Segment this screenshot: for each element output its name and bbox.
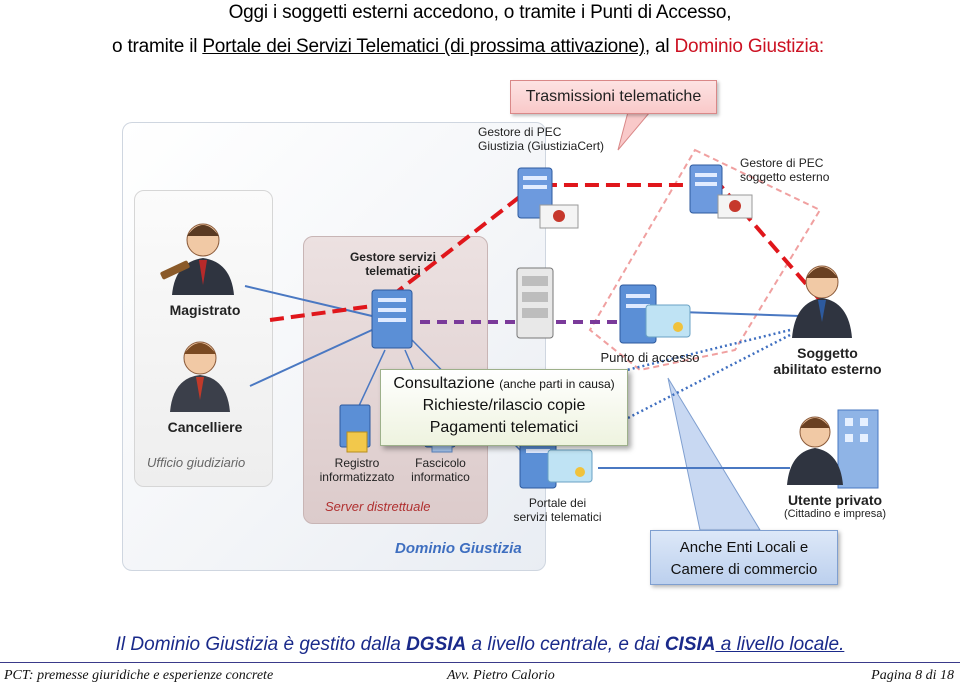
info-pagamenti: Pagamenti telematici	[429, 419, 579, 436]
server-pec-giustizia-icon	[517, 167, 579, 229]
line-magistrato-server	[244, 285, 373, 317]
header-line-1: Oggi i soggetti esterni accedono, o tram…	[228, 2, 732, 23]
trasmissioni-callout: Trasmissioni telematiche	[510, 80, 717, 114]
dgsia-term: DGSIA	[406, 634, 467, 655]
enti-locali-callout: Anche Enti Locali e Camere di commercio	[650, 530, 838, 585]
portale-label: Portale dei servizi telematici	[513, 496, 602, 524]
punto-accesso-label: Punto di accesso	[600, 350, 700, 365]
cancelliere-label: Cancelliere	[167, 419, 243, 435]
portale-link[interactable]: Portale dei Servizi Telematici (di pross…	[202, 36, 645, 57]
server-punto-accesso-icon	[619, 284, 691, 344]
footer-right: Pagina 8 di 18	[871, 668, 954, 683]
gestore-servizi-label: Gestore servizi telematici	[349, 250, 437, 278]
magistrato-icon	[160, 223, 234, 295]
footer-center: Avv. Pietro Calorio	[447, 668, 555, 683]
line-server-registro	[357, 349, 386, 409]
footer-left: PCT: premesse giuridiche e esperienze co…	[4, 668, 274, 683]
servizi-info-box: Consultazione (anche parti in causa) Ric…	[380, 369, 628, 446]
access-highlight-outline	[588, 148, 822, 372]
server-rack-icon	[516, 267, 554, 339]
cancelliere-icon	[170, 341, 230, 412]
dominio-giustizia-label: Dominio Giustizia	[395, 540, 522, 557]
header-prefix: o tramite il	[112, 36, 203, 57]
info-richieste: Richieste/rilascio copie	[422, 397, 586, 414]
utente-privato-icon	[787, 409, 879, 489]
server-pec-esterno-icon	[689, 164, 753, 219]
line-cancelliere-server	[249, 329, 373, 387]
gestore-pec-giustizia-label: Gestore di PEC Giustizia (GiustiziaCert)	[478, 125, 605, 153]
soggetto-abilitato-icon	[792, 265, 852, 338]
cisia-term: CISIA	[664, 634, 716, 655]
utente-privato-label: Utente privato (Cittadino e impresa)	[783, 492, 887, 520]
info-consultazione: Consultazione (anche parti in causa)	[393, 375, 615, 392]
fascicolo-label: Fascicolo informatico	[411, 456, 470, 484]
dominio-giustizia-title: Dominio Giustizia:	[674, 36, 824, 57]
server-distrettuale-label: Server distrettuale	[325, 499, 431, 514]
enti-pointer	[667, 377, 761, 531]
gestore-pec-esterno-label: Gestore di PEC soggetto esterno	[740, 156, 830, 184]
server-gestore-servizi-icon	[371, 289, 413, 349]
line-accesso-soggetto	[679, 311, 801, 317]
header-line-2: o tramite il Portale dei Servizi Telemat…	[112, 36, 824, 58]
footer-divider	[0, 662, 960, 663]
magistrato-label: Magistrato	[169, 302, 241, 318]
header-middle: , al	[644, 36, 675, 57]
ufficio-giudiziario-label: Ufficio giudiziario	[147, 455, 246, 470]
registro-icon	[339, 404, 371, 453]
caption: Il Dominio Giustizia è gestito dalla DGS…	[115, 634, 845, 655]
registro-label: Registro informatizzato	[319, 456, 395, 484]
soggetto-abilitato-label: Soggetto abilitato esterno	[773, 345, 882, 377]
